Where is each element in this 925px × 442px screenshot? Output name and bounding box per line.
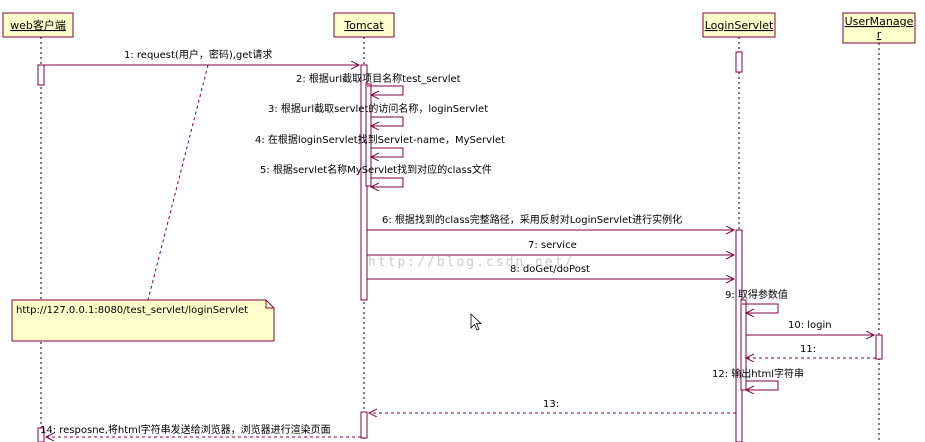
- mouse-cursor-icon: [470, 313, 483, 331]
- url-note-text: http://127.0.0.1:8080/test_servlet/login…: [16, 305, 248, 316]
- message-8-label: 8: doGet/doPost: [510, 264, 590, 275]
- participant-tomcat[interactable]: Tomcat: [333, 12, 395, 38]
- participant-loginservlet[interactable]: LoginServlet: [702, 12, 776, 38]
- message-2-label: 2: 根据url截取项目名称test_servlet: [296, 72, 461, 85]
- message-9-arrow: [742, 303, 779, 313]
- message-7-label: 7: service: [528, 240, 577, 251]
- activation-tomcat-self: [365, 83, 372, 187]
- message-4-arrow: [371, 147, 404, 157]
- participant-client[interactable]: web客户端: [2, 12, 74, 38]
- message-6-label: 6: 根据找到的class完整路径，采用反射对LoginServlet进行实例化: [382, 213, 682, 226]
- activation-client-bottom: [37, 427, 45, 442]
- message-3-arrow: [371, 116, 404, 126]
- participant-loginservlet-label: LoginServlet: [705, 19, 774, 32]
- note-anchor-line: [147, 64, 209, 301]
- participant-usermanager-label-line2: r: [877, 28, 882, 41]
- message-5-arrow: [371, 177, 404, 187]
- message-2-arrow: [367, 85, 404, 95]
- message-9-label: 9: 取得参数值: [725, 288, 788, 301]
- activation-tomcat-bottom: [360, 411, 368, 439]
- activation-usermanager: [875, 334, 883, 360]
- activation-loginservlet-self: [740, 299, 747, 391]
- message-13-label: 13:: [543, 399, 559, 410]
- participant-tomcat-label: Tomcat: [343, 19, 384, 32]
- message-14-label: 14: resposne,将html字符串发送给浏览器，浏览器进行渲染页面: [40, 423, 331, 436]
- participant-client-label: web客户端: [10, 18, 66, 32]
- message-10-label: 10: login: [788, 320, 832, 331]
- message-3-label: 3: 根据url截取servlet的访问名称，loginServlet: [268, 102, 488, 115]
- activation-client-top: [37, 64, 45, 86]
- participant-usermanager[interactable]: UserManage r: [842, 12, 916, 44]
- message-5-label: 5: 根据servlet名称MyServlet找到对应的class文件: [260, 163, 492, 176]
- message-12-label: 12: 输出html字符串: [712, 367, 804, 380]
- message-1-label: 1: request(用户，密码),get请求: [124, 48, 272, 61]
- message-4-label: 4: 在根据loginServlet找到Servlet-name，MyServl…: [255, 133, 505, 146]
- message-11-label: 11:: [800, 344, 816, 355]
- watermark-text: http://blog.csdn.net/: [368, 255, 574, 270]
- participant-usermanager-label-line1: UserManage: [845, 15, 914, 28]
- url-note[interactable]: http://127.0.0.1:8080/test_servlet/login…: [11, 299, 275, 342]
- message-12-arrow: [746, 380, 779, 390]
- activation-loginservlet-top: [735, 51, 743, 73]
